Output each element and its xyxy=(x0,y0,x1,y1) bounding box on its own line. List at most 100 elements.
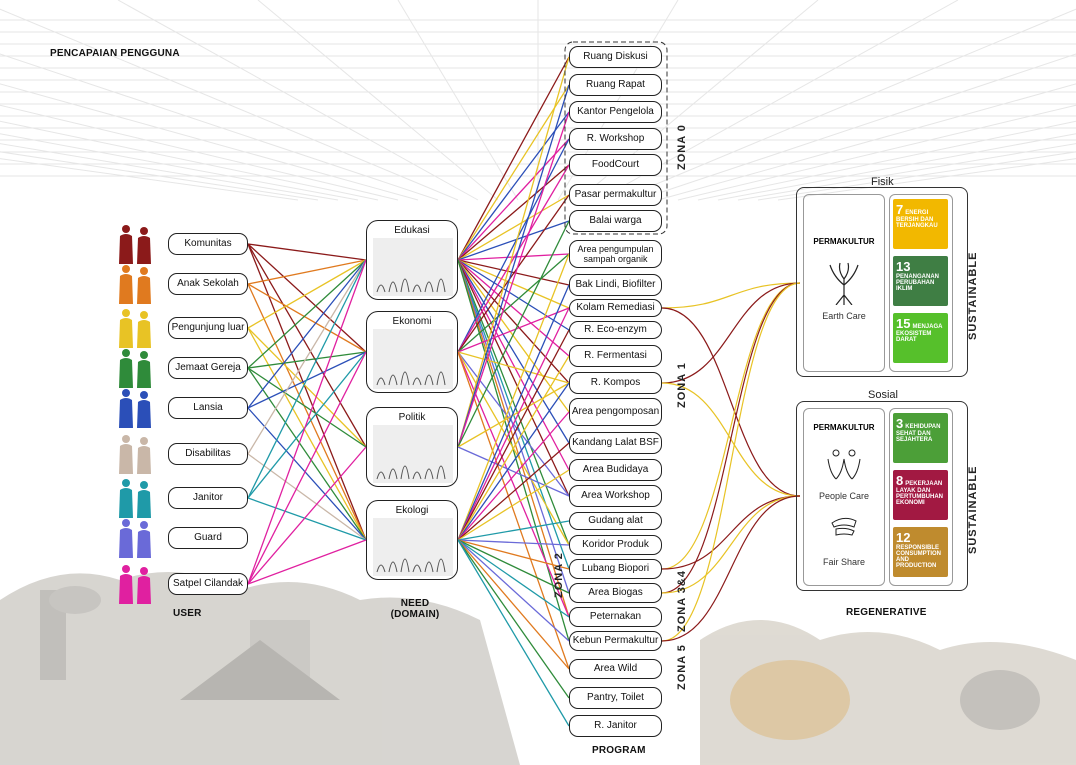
program-box: R. Kompos xyxy=(569,372,662,394)
program-box: Kantor Pengelola xyxy=(569,101,662,123)
connection-line xyxy=(457,259,570,357)
connection-line xyxy=(457,259,570,642)
user-column-label: USER xyxy=(173,608,202,619)
regenerative-link xyxy=(661,307,801,497)
sdg-text: RESPONSIBLE CONSUMPTION AND PRODUCTION xyxy=(896,545,941,569)
connection-line xyxy=(247,446,367,585)
sdg-number: 12 xyxy=(896,530,911,545)
sdg-number: 13 xyxy=(896,259,911,274)
program-box: Kandang Lalat BSF xyxy=(569,432,662,454)
user-silhouette-icon xyxy=(119,349,151,388)
user-silhouette-icon xyxy=(119,265,151,304)
connection-line xyxy=(457,259,570,384)
need-box: Edukasi xyxy=(366,220,458,300)
connection-line xyxy=(457,164,570,353)
connection-line xyxy=(247,453,367,541)
connection-line xyxy=(457,259,570,444)
connection-line xyxy=(457,253,570,541)
zone-0-frame xyxy=(564,41,668,235)
program-box: R. Fermentasi xyxy=(569,345,662,367)
regenerative-link xyxy=(661,495,801,594)
zone-label: ZONA 3&4 xyxy=(676,570,688,632)
collage-bottom-right xyxy=(700,620,1076,765)
program-box: R. Janitor xyxy=(569,715,662,737)
connection-line xyxy=(457,138,570,261)
connection-line xyxy=(457,539,570,727)
regenerative-link xyxy=(661,282,801,384)
user-box: Satpel Cilandak xyxy=(168,573,248,595)
program-column-label: PROGRAM xyxy=(592,745,646,756)
connection-line xyxy=(247,243,367,541)
user-box: Pengunjung luar xyxy=(168,317,248,339)
user-silhouette-icon xyxy=(119,389,151,428)
need-column-label: NEED (DOMAIN) xyxy=(390,598,440,620)
page-title: PENCAPAIAN PENGGUNA xyxy=(50,48,180,59)
need-box: Ekologi xyxy=(366,500,458,580)
user-box: Jemaat Gereja xyxy=(168,357,248,379)
plant-icon xyxy=(829,262,859,305)
connection-line xyxy=(247,259,367,329)
user-box: Janitor xyxy=(168,487,248,509)
connection-line xyxy=(457,253,570,353)
sdg-number: 7 xyxy=(896,202,904,217)
program-box: Area Workshop xyxy=(569,485,662,507)
user-silhouette-icon xyxy=(119,565,151,604)
program-box: Ruang Rapat xyxy=(569,74,662,96)
earth-care-label: Earth Care xyxy=(822,311,866,321)
sdg-text: MENJAGA EKOSISTEM DARAT xyxy=(896,324,943,343)
sdg-number: 8 xyxy=(896,473,904,488)
connection-line xyxy=(457,259,570,618)
user-box: Anak Sekolah xyxy=(168,273,248,295)
connection-line xyxy=(457,442,570,541)
connection-line xyxy=(457,259,570,471)
sustainable-fisik-label: SUSTAINABLE xyxy=(967,251,979,340)
connection-line xyxy=(457,351,570,670)
connection-line xyxy=(457,446,570,497)
connection-line xyxy=(457,382,570,448)
program-box: Pasar permakultur xyxy=(569,184,662,206)
user-silhouette-icon xyxy=(119,479,151,518)
connection-line xyxy=(457,259,570,546)
connection-line xyxy=(457,253,570,261)
connection-line xyxy=(457,539,570,618)
sketch-illustration xyxy=(373,518,453,576)
connection-line xyxy=(247,259,367,409)
need-label: Ekologi xyxy=(395,505,429,516)
sdg-tile: 13PENANGANAN PERUBAHAN IKLIM xyxy=(893,256,948,306)
connection-line xyxy=(457,194,570,353)
connection-line xyxy=(457,469,570,541)
user-box: Guard xyxy=(168,527,248,549)
fair-share-icon xyxy=(831,517,857,536)
connection-line xyxy=(247,259,367,585)
user-box: Komunitas xyxy=(168,233,248,255)
regenerative-column-label: REGENERATIVE xyxy=(846,607,927,618)
regenerative-link xyxy=(661,495,801,642)
connection-line xyxy=(247,351,367,585)
connection-line xyxy=(247,243,367,353)
connection-line xyxy=(457,355,570,541)
sosial-heading: Sosial xyxy=(868,389,898,401)
connection-line xyxy=(457,539,570,699)
connection-line xyxy=(457,382,570,541)
user-box: Disabilitas xyxy=(168,443,248,465)
connection-line xyxy=(457,284,570,541)
people-care-label: People Care xyxy=(818,491,870,501)
connection-line xyxy=(247,351,367,369)
sdg-number: 15 xyxy=(896,316,911,331)
regenerative-link xyxy=(661,282,801,594)
connection-line xyxy=(247,351,367,499)
program-box: Kebun Permakultur xyxy=(569,631,662,651)
need-label: Politik xyxy=(398,412,426,423)
permakultur-fisik-label: PERMAKULTUR xyxy=(813,237,875,246)
collage-bottom-left xyxy=(0,572,520,765)
program-box: Area Budidaya xyxy=(569,459,662,481)
connection-line xyxy=(247,283,367,541)
program-box: Balai warga xyxy=(569,210,662,232)
connection-line xyxy=(457,111,570,261)
program-box: R. Workshop xyxy=(569,128,662,150)
connection-line xyxy=(247,497,367,541)
